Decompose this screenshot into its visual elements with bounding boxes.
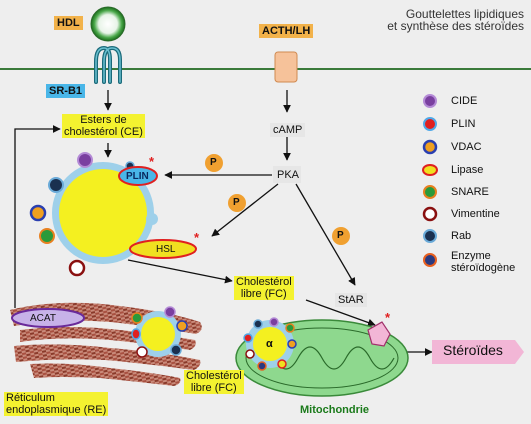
plin-label: PLIN: [126, 171, 149, 182]
vdac-legend-icon: [422, 139, 438, 155]
legend-snare: SNARE: [451, 186, 489, 198]
hdl-label: HDL: [54, 16, 83, 30]
hsl-asterisk: *: [194, 230, 200, 245]
legend-plin: PLIN: [451, 118, 476, 130]
ce-label-line-2: cholestérol (CE): [62, 126, 145, 138]
star-protein: [367, 321, 391, 347]
rab-protein: [48, 177, 64, 193]
plin-asterisk: *: [149, 154, 155, 169]
phospho-badge-3: [332, 227, 350, 245]
acat-oval: [11, 308, 85, 328]
legend-enzyme-line-2: stéroïdogène: [451, 262, 516, 274]
alpha-label: α: [266, 338, 273, 350]
phospho-badge-2: [228, 194, 246, 212]
acth-lh-receptor: [274, 51, 298, 83]
legend-lipase: Lipase: [451, 164, 484, 176]
phospho-label-3: P: [337, 230, 344, 241]
cide-protein: [77, 152, 93, 168]
title-line-1: Gouttelettes lipidiques: [405, 7, 524, 21]
camp-label: cAMP: [270, 123, 306, 137]
star-label: StAR: [335, 293, 367, 307]
steroids-badge: [432, 340, 524, 364]
cide-legend-icon: [423, 94, 437, 108]
diagram-title: Gouttelettes lipidiques et synthèse des …: [364, 8, 524, 32]
re-label: Réticulum endoplasmique (RE): [4, 392, 109, 416]
snare-protein: [39, 228, 55, 244]
fc1-label-line-1: Cholestérol: [234, 276, 294, 288]
title-line-2: et synthèse des stéroïdes: [387, 19, 524, 33]
fc1-label: Cholestérol libre (FC): [234, 276, 294, 300]
fc1-label-line-2: libre (FC): [234, 288, 294, 300]
vimentine-legend-icon: [422, 206, 438, 222]
ce-label-line-1: Esters de: [62, 114, 145, 126]
vimentine-protein: [68, 259, 86, 277]
phospho-badge-1: [205, 154, 223, 172]
legend-icons: [422, 94, 438, 267]
vdac-protein: [29, 204, 47, 222]
steroids-label: Stéroïdes: [443, 342, 503, 358]
re-label-line-2: endoplasmique (RE): [4, 404, 109, 416]
plin-oval: [118, 166, 158, 186]
snare-legend-icon: [423, 185, 437, 199]
plin-legend-icon: [423, 117, 437, 131]
fc2-label-line-2: libre (FC): [184, 382, 244, 394]
acth-lh-label: ACTH/LH: [259, 24, 314, 38]
phospho-label-2: P: [233, 197, 240, 208]
enzyme-legend-icon: [423, 253, 437, 267]
fc2-label: Cholestérol libre (FC): [184, 370, 244, 394]
sr-b1-label: SR-B1: [46, 84, 86, 98]
re-label-line-1: Réticulum: [4, 392, 109, 404]
mito-label: Mitochondrie: [300, 404, 370, 416]
acat-label: ACAT: [30, 313, 56, 324]
legend-rab: Rab: [451, 230, 472, 242]
hsl-oval: [129, 239, 197, 259]
legend-vimentine: Vimentine: [451, 208, 500, 220]
star-asterisk: *: [385, 310, 391, 325]
hsl-label: HSL: [156, 244, 176, 255]
legend-cide: CIDE: [451, 95, 478, 107]
sr-b1-receptor: [94, 45, 122, 84]
legend-enzyme: Enzyme stéroïdogène: [451, 250, 515, 274]
fc2-label-line-1: Cholestérol: [184, 370, 244, 382]
hdl-particle: [90, 6, 126, 42]
phospho-label-1: P: [210, 157, 217, 168]
pka-label: PKA: [277, 169, 300, 181]
rab-legend-icon: [423, 229, 437, 243]
ce-label: Esters de cholestérol (CE): [62, 114, 145, 138]
legend-vdac: VDAC: [451, 141, 482, 153]
lipase-legend-icon: [422, 164, 438, 176]
legend-enzyme-line-1: Enzyme: [451, 250, 491, 262]
pka-box: [273, 166, 301, 183]
